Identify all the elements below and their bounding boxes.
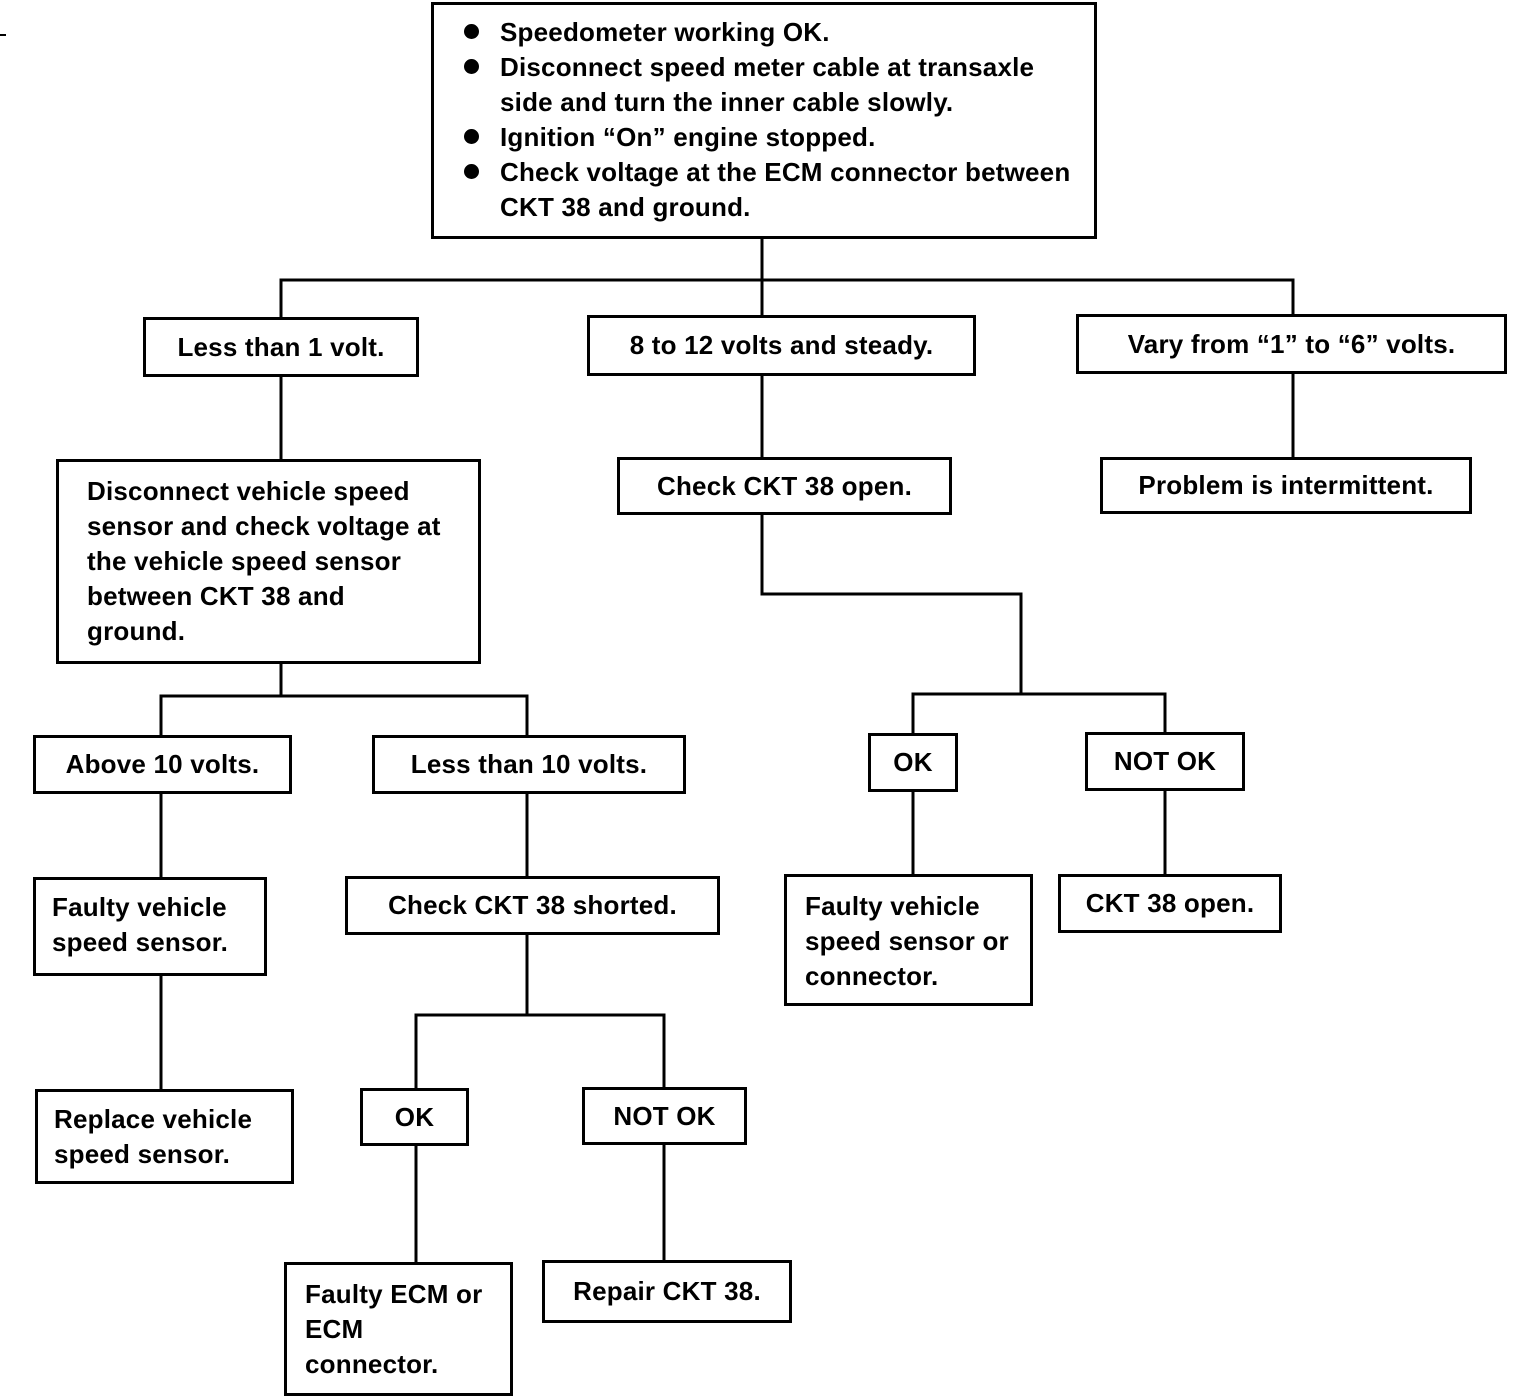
disconnect-sensor-box: Disconnect vehicle speed sensor and chec… [56,459,481,664]
bullet-icon [464,59,479,74]
root-instructions-box: Speedometer working OK. Disconnect speed… [431,2,1097,239]
root-item: Disconnect speed meter cable at transaxl… [454,50,1084,120]
bullet-icon [464,164,479,179]
less-than-10-volts-box: Less than 10 volts. [372,735,686,794]
shorted-not-ok-box: NOT OK [582,1087,747,1145]
bullet-icon [464,24,479,39]
connector-root-to-branches [279,235,1295,319]
faulty-sensor-box: Faulty vehicle speed sensor. [33,877,267,976]
connector-checkopen-to-results [760,511,1167,735]
connector-disconnect-to-results [159,660,529,737]
bullet-icon [464,129,479,144]
above-10-volts-box: Above 10 volts. [33,735,292,794]
ckt-open-box: CKT 38 open. [1058,874,1282,933]
repair-ckt-box: Repair CKT 38. [542,1260,792,1323]
vary-1-to-6-volts-box: Vary from “1” to “6” volts. [1076,314,1507,374]
faulty-sensor-connector-box: Faulty vehicle speed sensor or connector… [784,874,1033,1006]
faulty-ecm-box: Faulty ECM or ECM connector. [284,1262,513,1396]
open-not-ok-box: NOT OK [1085,732,1245,791]
8-to-12-volts-box: 8 to 12 volts and steady. [587,315,976,376]
replace-sensor-box: Replace vehicle speed sensor. [35,1089,294,1184]
connector-shorted-to-results [414,932,666,1090]
check-shorted-box: Check CKT 38 shorted. [345,876,720,935]
margin-tick-mark [0,34,6,36]
check-open-box: Check CKT 38 open. [617,457,952,515]
intermittent-box: Problem is intermittent. [1100,457,1472,514]
less-than-1-volt-box: Less than 1 volt. [143,317,419,377]
root-item: Speedometer working OK. [454,15,1084,50]
root-instructions-list: Speedometer working OK. Disconnect speed… [434,5,1094,225]
root-item: Ignition “On” engine stopped. [454,120,1084,155]
open-ok-box: OK [868,733,958,792]
root-item: Check voltage at the ECM connector betwe… [454,155,1084,225]
shorted-ok-box: OK [360,1088,469,1146]
